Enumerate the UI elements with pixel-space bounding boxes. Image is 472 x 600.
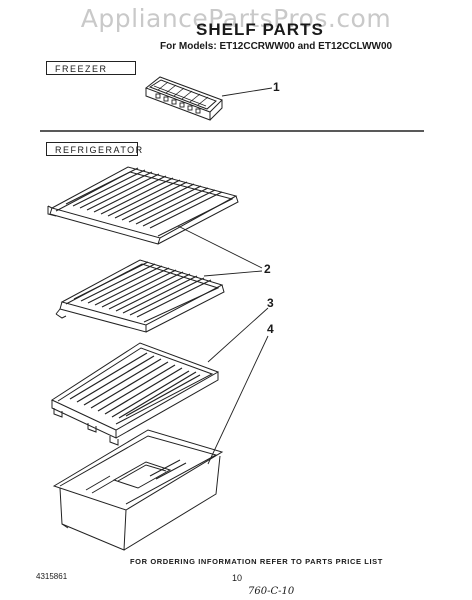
model-numbers: For Models: ET12CCRWW00 and ET12CCLWW00: [160, 41, 393, 52]
leader-line-3: [207, 307, 269, 363]
refrigerator-section-label: REFRIGERATOR: [46, 142, 142, 156]
callout-2: 2: [264, 262, 271, 276]
ordering-note: FOR ORDERING INFORMATION REFER TO PARTS …: [130, 557, 383, 566]
handwritten-note: 760-C-10: [248, 586, 295, 597]
leader-line-4: [207, 335, 269, 465]
leader-line-1: [221, 87, 273, 97]
callout-3: 3: [267, 296, 274, 310]
page-title: SHELF PARTS: [196, 20, 324, 39]
callout-1: 1: [273, 80, 280, 94]
callout-4: 4: [267, 322, 274, 336]
crisper-pan: [52, 429, 224, 551]
document-number: 4315861: [36, 572, 68, 581]
leader-line-2b: [203, 270, 263, 277]
lower-wire-shelf: [55, 259, 225, 333]
page-number: 10: [232, 573, 243, 583]
ice-cube-tray: [144, 76, 223, 121]
watermark: AppliancePartsPros.com: [80, 4, 392, 33]
freezer-section-label: FREEZER: [46, 61, 136, 75]
crisper-cover: [50, 342, 220, 446]
leader-line-2a: [177, 225, 263, 269]
upper-wire-shelf: [47, 166, 239, 245]
